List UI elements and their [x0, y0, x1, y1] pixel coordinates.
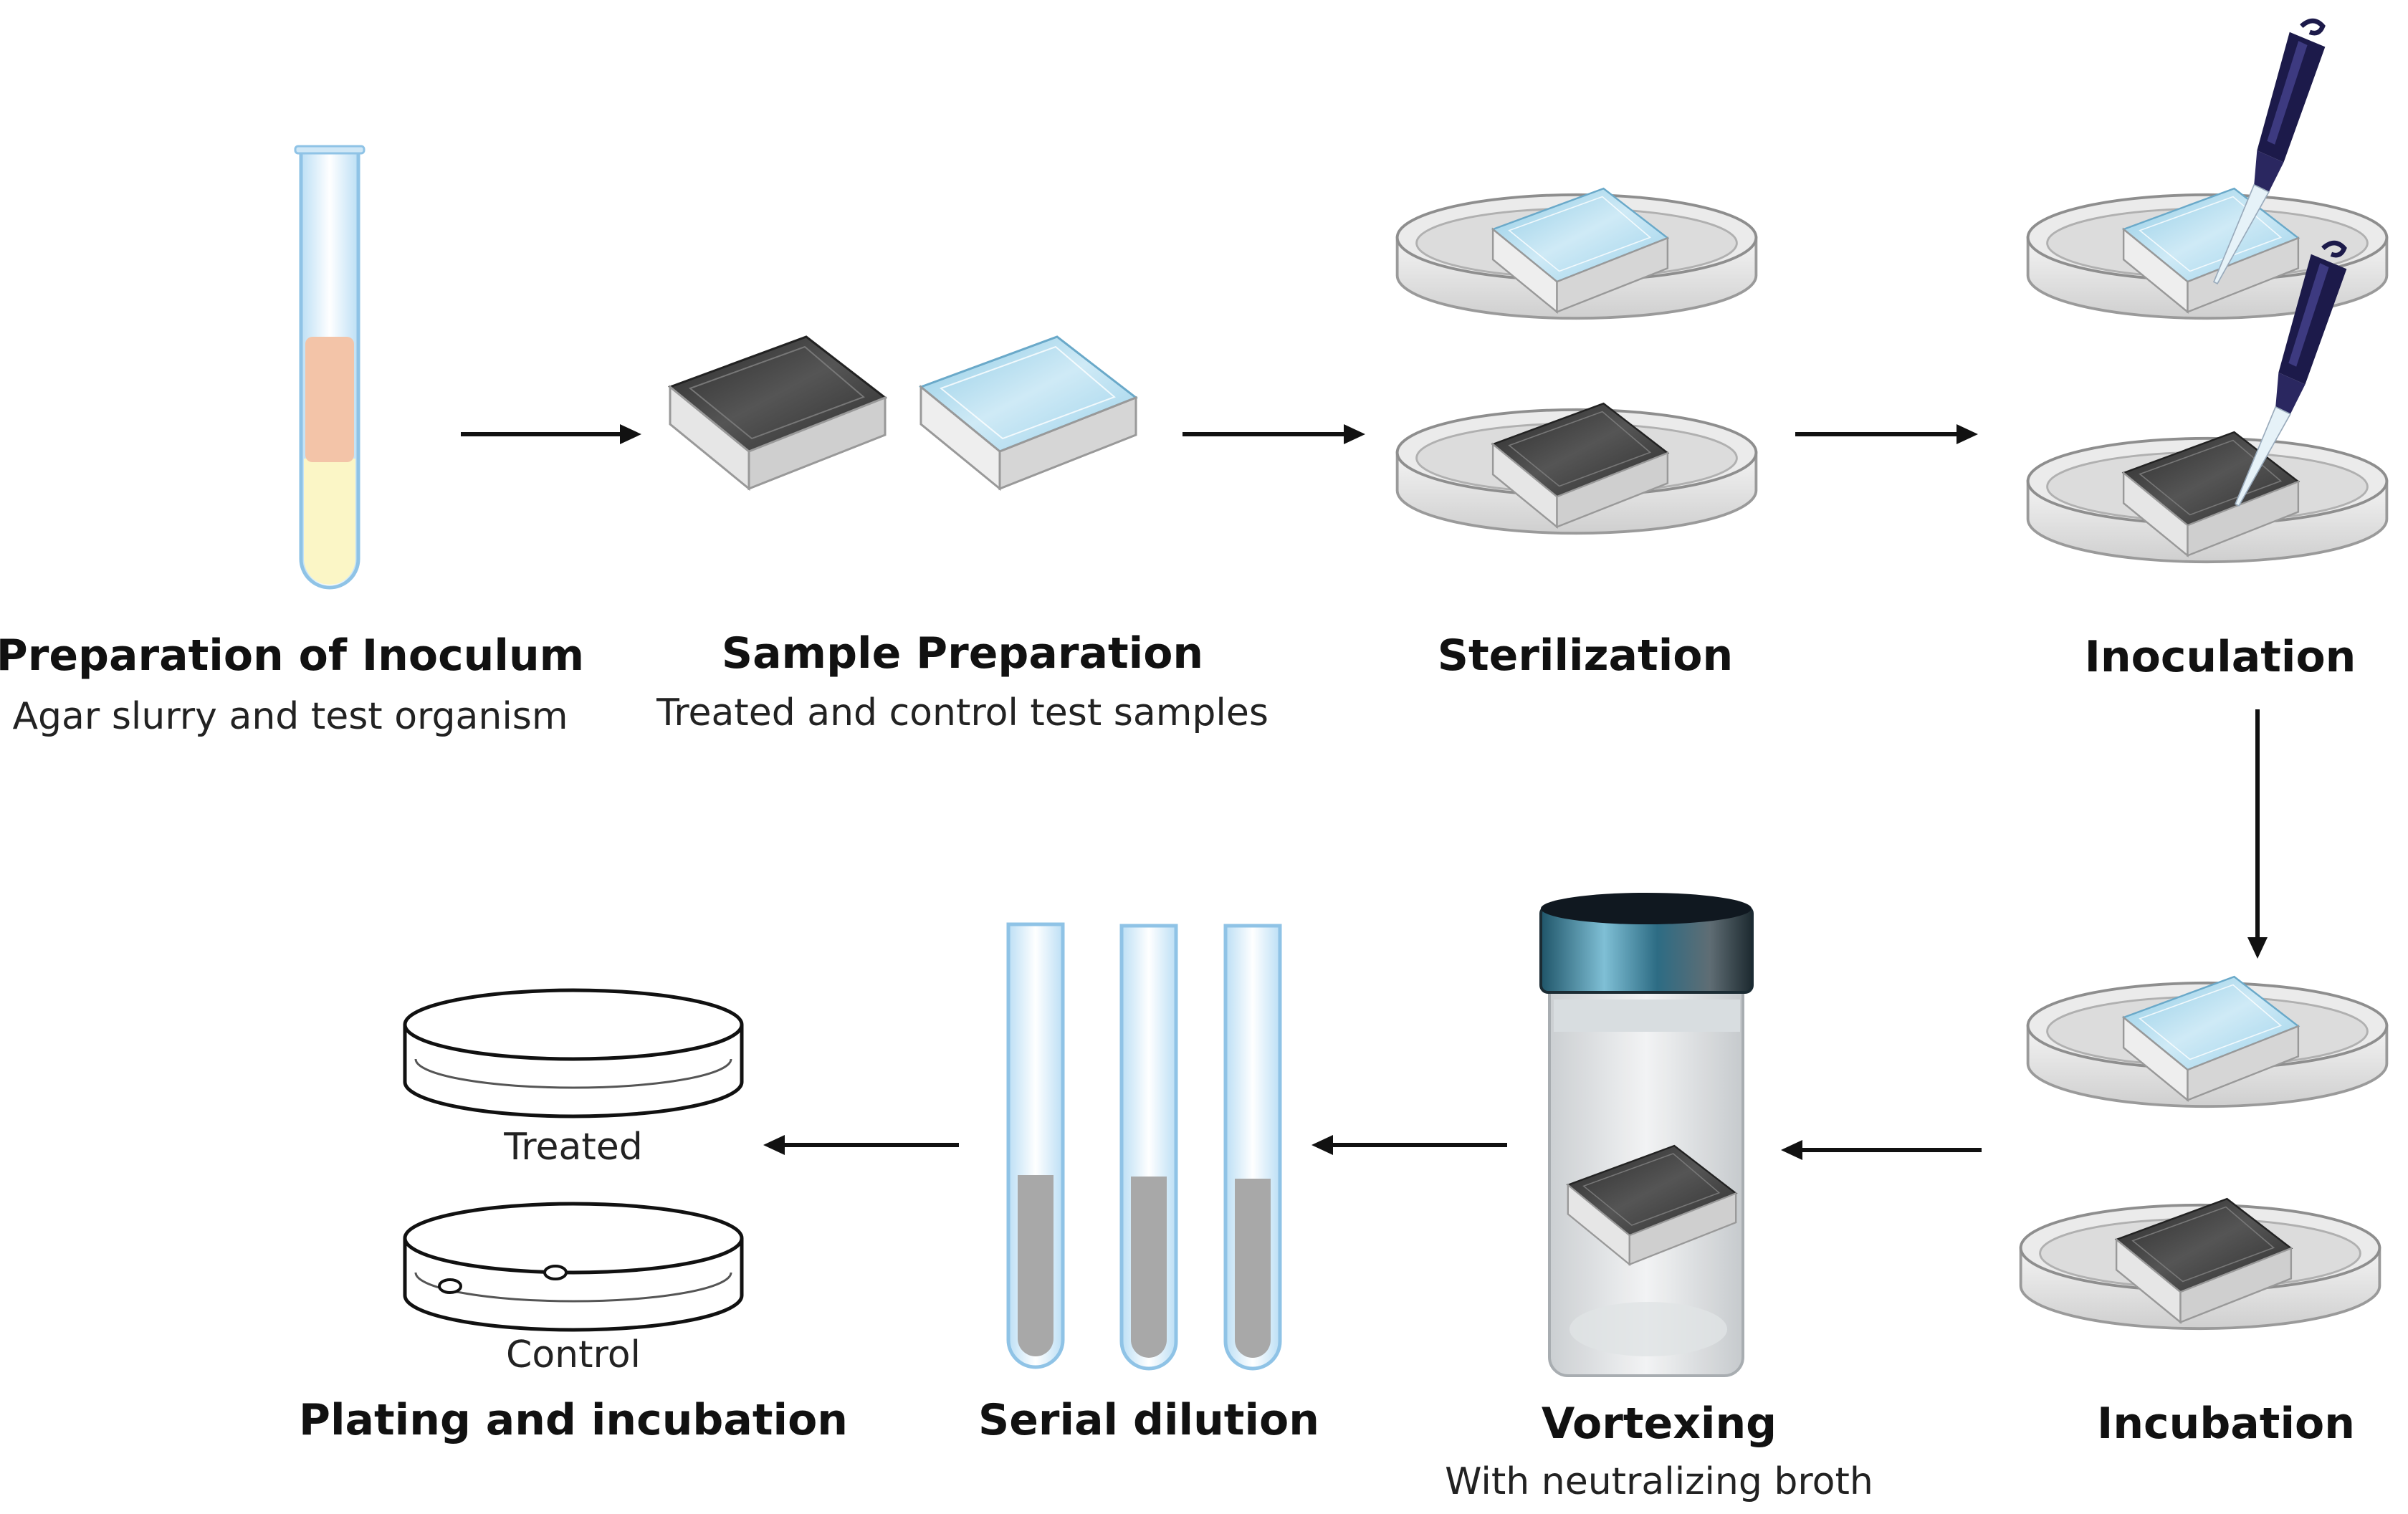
- inoculation-dishes: [2026, 21, 2389, 564]
- dilution-tube-icon: [1223, 924, 1282, 1371]
- dark-sample-square-icon: [669, 335, 887, 490]
- light-sample-square-icon: [919, 335, 1137, 490]
- arrow-down-icon: [2247, 709, 2268, 959]
- arrow-right-icon: [1795, 424, 1978, 444]
- sterilization-dishes: [1395, 187, 1758, 535]
- step-title: Incubation: [2097, 1399, 2355, 1449]
- step-title: Preparation of Inoculum: [0, 631, 584, 681]
- vortexing-jar-icon: [1539, 893, 1754, 1377]
- colony-icon: [543, 1265, 568, 1280]
- step-title: Vortexing: [1542, 1399, 1777, 1449]
- step-subtitle: Agar slurry and test organism: [12, 695, 568, 738]
- step-title: Plating and incubation: [299, 1395, 848, 1445]
- control-plate-icon: [403, 1202, 744, 1332]
- plate-label-treated: Treated: [503, 1126, 643, 1169]
- serial-dilution-tubes: [1006, 922, 1282, 1371]
- step-title: Serial dilution: [978, 1395, 1319, 1445]
- step-subtitle: With neutralizing broth: [1445, 1460, 1873, 1503]
- arrow-left-icon: [1312, 1135, 1507, 1155]
- arrow-left-icon: [763, 1135, 959, 1155]
- arrow-right-icon: [461, 424, 641, 444]
- step-subtitle: Treated and control test samples: [656, 691, 1268, 734]
- dilution-tube-icon: [1119, 924, 1178, 1371]
- arrow-right-icon: [1182, 424, 1365, 444]
- dilution-tube-icon: [1006, 922, 1065, 1369]
- plate-label-control: Control: [506, 1333, 641, 1376]
- arrow-left-icon: [1781, 1140, 1982, 1160]
- step-title: Sample Preparation: [722, 628, 1203, 679]
- step-title: Sterilization: [1438, 631, 1733, 681]
- step-title: Inoculation: [2085, 632, 2356, 682]
- inoculum-test-tube-icon: [294, 145, 366, 590]
- colony-icon: [438, 1278, 462, 1294]
- treated-plate-icon: [403, 988, 744, 1118]
- incubation-dishes: [2019, 975, 2389, 1331]
